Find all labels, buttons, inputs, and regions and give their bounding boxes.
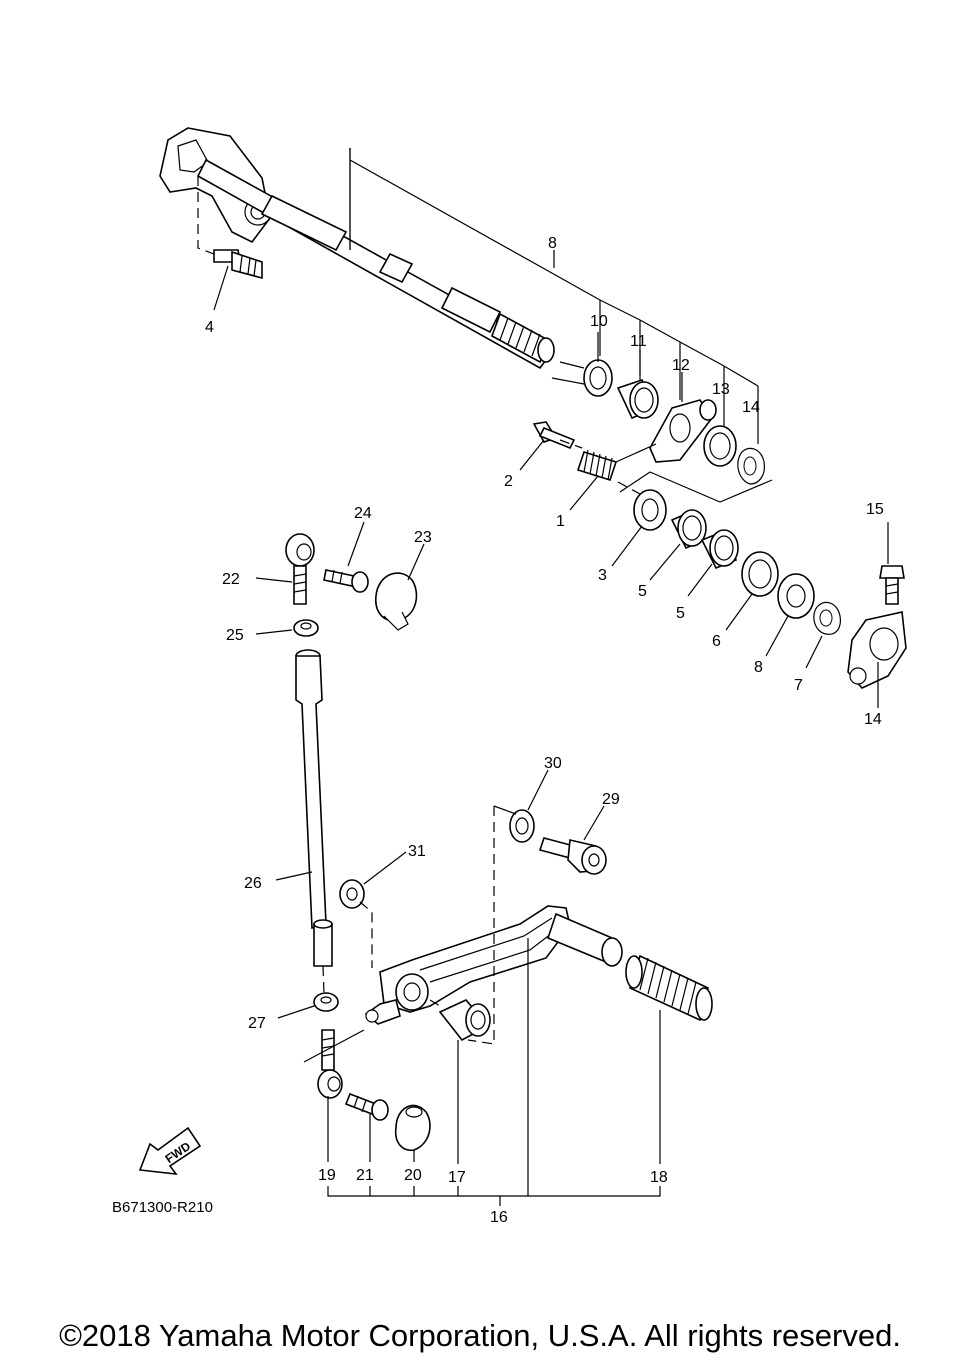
shift-shaft[interactable] [159,127,555,370]
nut-26[interactable] [293,619,319,637]
fwd-arrow-icon: FWD [138,1126,202,1175]
callout-19[interactable]: 18 [650,1169,668,1186]
bolt-16[interactable] [879,565,905,605]
drawing-code: B671300-R210 [112,1199,213,1216]
callout-17[interactable]: 16 [490,1209,508,1226]
callout-15[interactable]: 14 [864,711,882,728]
callout-13[interactable]: 13 [712,381,730,398]
parts-diagram: 8 4 10 11 12 13 14 [112,127,907,1226]
cover-24[interactable] [375,572,418,631]
bolt-4[interactable] [213,249,263,280]
callout-20[interactable]: 19 [318,1167,336,1184]
shift-arm-15[interactable] [847,611,907,689]
callout-14[interactable]: 14 [742,399,760,416]
callout-31[interactable]: 31 [408,843,426,860]
bolt-2[interactable] [532,421,576,450]
washer-3[interactable] [633,489,667,531]
spring-10[interactable] [551,359,613,397]
bolt-25[interactable] [323,569,369,593]
callout-3[interactable]: 3 [598,567,607,584]
callout-4[interactable]: 4 [205,319,214,336]
cover-21[interactable] [394,1104,431,1152]
callout-26[interactable]: 25 [226,627,244,644]
leader-9 [349,148,759,444]
callout-27[interactable]: 26 [244,875,262,892]
callout-25[interactable]: 24 [354,505,372,522]
callout-11[interactable]: 11 [630,333,647,350]
callout-2[interactable]: 2 [504,473,513,490]
washer-13[interactable] [703,425,737,467]
oil-seal-6[interactable] [741,551,779,597]
callout-23[interactable]: 22 [222,571,240,588]
callout-1[interactable]: 1 [556,513,565,530]
collar-18[interactable] [438,999,491,1042]
circlip-14[interactable] [737,447,765,485]
lever-12[interactable] [649,399,717,463]
rod-end-23[interactable] [285,533,315,605]
bolt-22[interactable] [344,1092,389,1121]
bolt-29[interactable] [538,837,607,875]
callout-12[interactable]: 12 [672,357,690,374]
callout-16[interactable]: 15 [866,501,884,518]
callout-22[interactable]: 21 [356,1167,374,1184]
callout-29[interactable]: 29 [602,791,620,808]
callout-5b[interactable]: 5 [676,605,685,622]
copyright-notice: ©2018 Yamaha Motor Corporation, U.S.A. A… [59,1318,901,1353]
washer-31[interactable] [339,879,365,909]
callout-9[interactable]: 8 [548,235,557,252]
callout-30[interactable]: 30 [544,755,562,772]
callout-6[interactable]: 6 [712,633,721,650]
spring-1[interactable] [576,443,657,481]
callout-21[interactable]: 20 [404,1167,422,1184]
shift-rod-27[interactable] [295,649,333,967]
callout-7[interactable]: 7 [794,677,803,694]
callout-28[interactable]: 27 [248,1015,266,1032]
callout-24[interactable]: 23 [414,529,432,546]
shift-pedal-17[interactable] [364,905,623,1025]
callout-18[interactable]: 17 [448,1169,466,1186]
collar-11[interactable] [616,379,659,420]
nut-28[interactable] [313,992,339,1012]
rod-end-20[interactable] [317,1029,343,1099]
washer-8[interactable] [777,573,815,619]
bearing-5a[interactable] [670,509,707,550]
callout-8-label[interactable]: 8 [754,659,763,676]
circlip-7[interactable] [813,601,841,635]
callout-5a[interactable]: 5 [638,583,647,600]
pedal-rubber-19[interactable] [625,954,713,1022]
washer-30[interactable] [509,809,535,843]
bearing-5b[interactable] [700,529,739,570]
callout-10[interactable]: 10 [590,313,608,330]
